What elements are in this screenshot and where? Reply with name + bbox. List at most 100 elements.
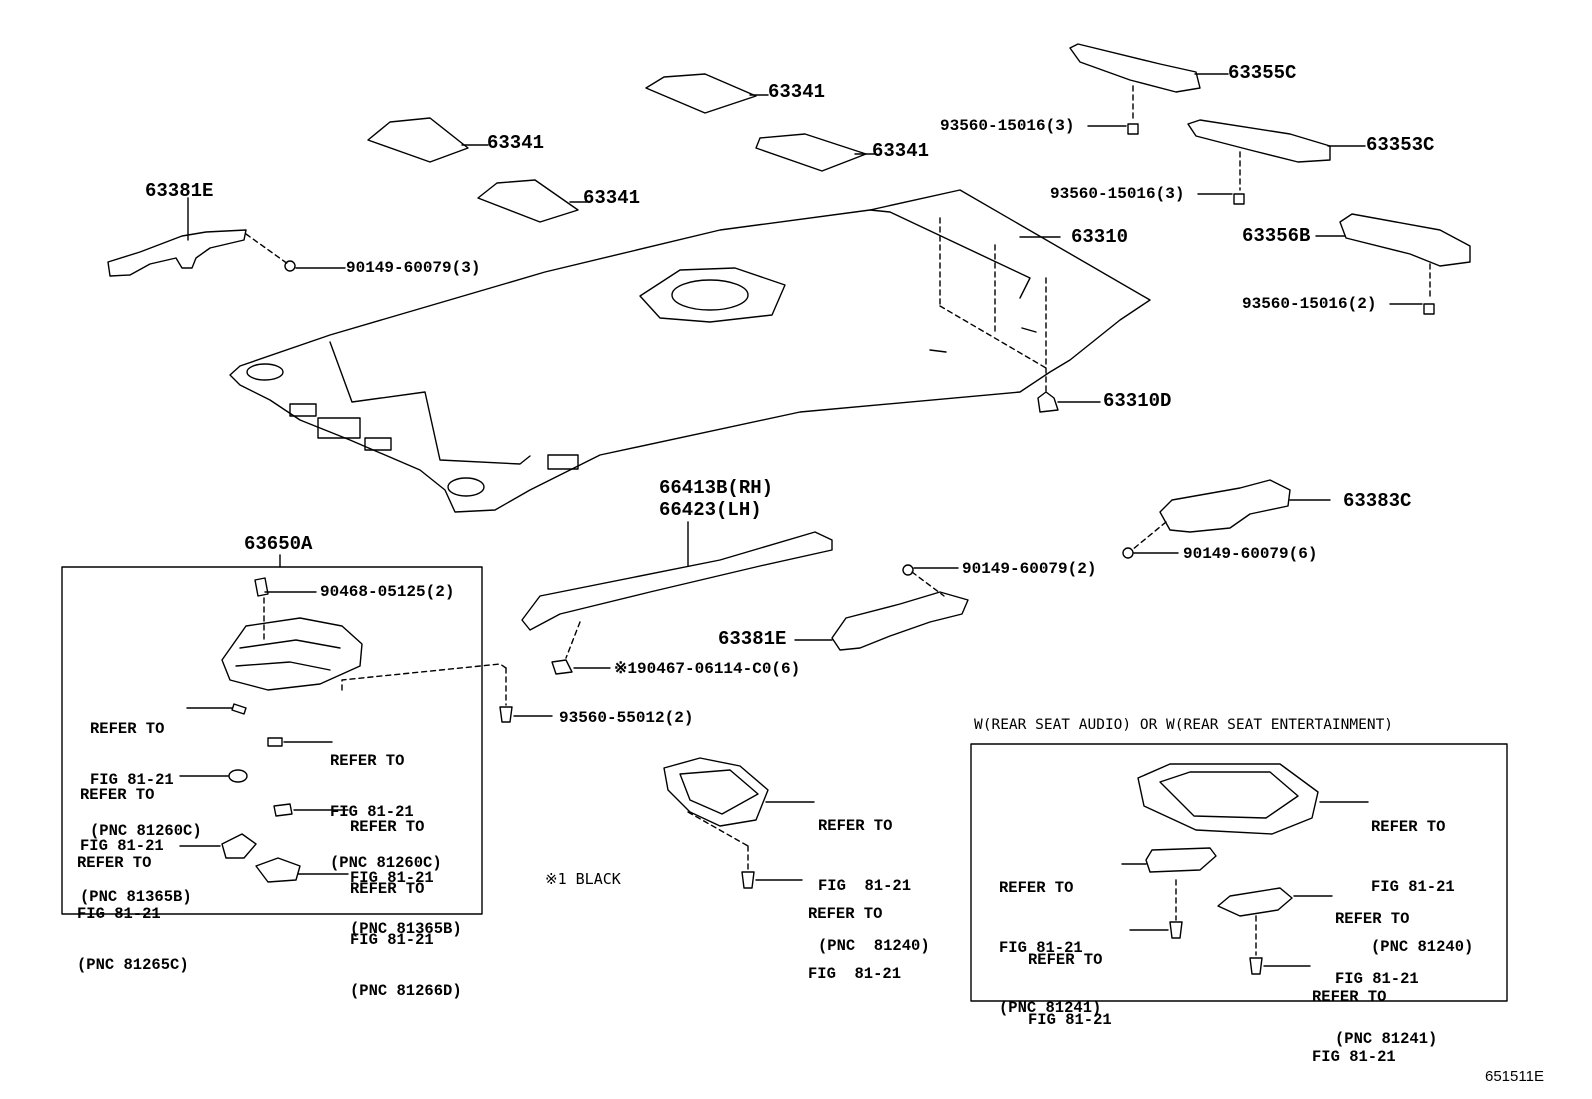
label-63383c: 63383C [1343,490,1412,512]
ref-line: FIG 81-21 [1371,878,1455,896]
pad-63341-d [477,179,588,223]
ref-line: FIG 81-21 [808,965,902,983]
ref-line: (PNC 81260C) [90,822,202,840]
ref-line: FIG 81-21 [80,837,164,855]
rear-seat-title: W(REAR SEAT AUDIO) OR W(REAR SEAT ENTERT… [974,717,1394,733]
label-90467: ※190467-06114-C0(6) [614,660,801,678]
ref-line: FIG 81-21 [1312,1048,1396,1066]
ref-line: REFER TO [90,720,165,738]
label-63353c: 63353C [1366,134,1435,156]
label-63341-d: 63341 [583,187,641,209]
label-63341-b: 63341 [487,132,545,154]
refer-block-81240-middle: REFER TO FIG 81-21 (PNC 81240) [818,776,930,976]
lamp-81241-b [1217,887,1333,975]
label-90149-2: 90149-60079(2) [962,560,1097,578]
refer-block-81265c: REFER TO FIG 81-21 (PNC 81265C) [77,821,189,991]
ref-line: (PNC 81241) [1335,1030,1438,1048]
ref-line: (PNC 81240) [1371,938,1474,956]
label-90468: 90468-05125(2) [320,583,455,601]
label-63310: 63310 [1071,226,1129,248]
refer-block-81365b-a: REFER TO FIG 81-21 (PNC 81365B) [80,753,192,923]
pad-63341-a [645,73,769,114]
lamp-81240-middle [663,757,815,889]
ref-line: FIG 81-21 [1028,1011,1112,1029]
headliner-63310 [229,189,1151,513]
ref-line: REFER TO [330,752,405,770]
label-93560-15016-3a: 93560-15016(3) [940,117,1075,135]
label-63356b: 63356B [1242,225,1311,247]
bracket-63381e-bottom [794,564,969,651]
refer-block-81241-a: REFER TO FIG 81-21 (PNC 81241) [999,838,1101,1038]
ref-line: (PNC 81240) [818,937,930,955]
refer-block-screw-rear-b: REFER TO FIG 81-21 [1312,947,1396,1087]
box-rear-seat [970,743,1508,1002]
box-63650a [61,566,483,915]
ref-line: FIG 81-21 [90,771,174,789]
console-63650a [221,577,507,691]
ref-line: REFER TO [1335,910,1410,928]
ref-line: (PNC 81260C) [330,854,442,872]
label-63341-c: 63341 [872,140,930,162]
ref-line: FIG 81-21 [999,939,1083,957]
clip-63310d [1037,391,1101,413]
label-63381e-top: 63381E [145,180,214,202]
refer-block-81241-b: REFER TO FIG 81-21 (PNC 81241) [1335,869,1437,1069]
label-63355c: 63355C [1228,62,1297,84]
label-90149-3: 90149-60079(3) [346,259,481,277]
ref-line: REFER TO [350,880,425,898]
ref-line: FIG 81-21 [77,905,161,923]
pad-63341-b [367,117,489,163]
headliner-clip-lines [939,217,1047,393]
ref-line: (PNC 81365B) [80,888,192,906]
refer-block-screw-middle: REFER TO FIG 81-21 [808,864,901,1004]
ref-line: (PNC 81365B) [350,920,462,938]
refer-block-81260c-b: REFER TO FIG 81-21 (PNC 81260C) [330,719,442,889]
bracket-63356b [1315,213,1471,315]
bracket-63383c [1122,479,1331,559]
label-63650a: 63650A [244,533,313,555]
refer-block-81266d: REFER TO FIG 81-21 (PNC 81266D) [350,847,462,1017]
label-93560-55012: 93560-55012(2) [559,709,694,727]
bracket-63381e-top [107,197,346,277]
pad-63341-c [755,133,876,172]
ref-line: REFER TO [1312,988,1387,1006]
ref-line: REFER TO [1028,951,1103,969]
small-parts-63650a [179,703,349,883]
ref-line: REFER TO [350,818,425,836]
lamp-81240-rear [1137,763,1369,835]
bracket-63353c [1187,119,1366,205]
lamp-81241-a [1121,847,1217,939]
screw-93560-55012 [499,667,553,723]
ref-line: REFER TO [80,786,155,804]
label-66423: 66423(LH) [659,499,762,521]
bracket-63355c [1069,43,1229,135]
ref-line: (PNC 81266D) [350,982,462,1000]
refer-block-81365b-b: REFER TO FIG 81-21 (PNC 81365B) [350,785,462,955]
refer-block-81240-rear: REFER TO FIG 81-21 (PNC 81240) [1371,777,1473,977]
note-black: ※1 BLACK [545,870,621,888]
ref-line: FIG 81-21 [350,931,434,949]
ref-line: FIG 81-21 [818,877,912,895]
label-63310d: 63310D [1103,390,1172,412]
rail-66413b [521,521,833,675]
ref-line: FIG 81-21 [1335,970,1419,988]
ref-line: REFER TO [999,879,1074,897]
label-90149-6: 90149-60079(6) [1183,545,1318,563]
label-93560-15016-2: 93560-15016(2) [1242,295,1377,313]
label-63381e-bottom: 63381E [718,628,787,650]
ref-line: REFER TO [818,817,893,835]
figure-id: 651511E [1485,1068,1544,1085]
ref-line: FIG 81-21 [350,869,434,887]
ref-line: (PNC 81241) [999,999,1102,1017]
label-66413b: 66413B(RH) [659,477,774,499]
ref-line: FIG 81-21 [330,803,414,821]
refer-block-screw-rear-a: REFER TO FIG 81-21 [1028,910,1112,1050]
label-93560-15016-3b: 93560-15016(3) [1050,185,1185,203]
ref-line: REFER TO [1371,818,1446,836]
ref-line: (PNC 81265C) [77,956,189,974]
refer-block-81260c-a: REFER TO FIG 81-21 (PNC 81260C) [90,687,202,857]
ref-line: REFER TO [77,854,152,872]
label-63341-a: 63341 [768,81,826,103]
